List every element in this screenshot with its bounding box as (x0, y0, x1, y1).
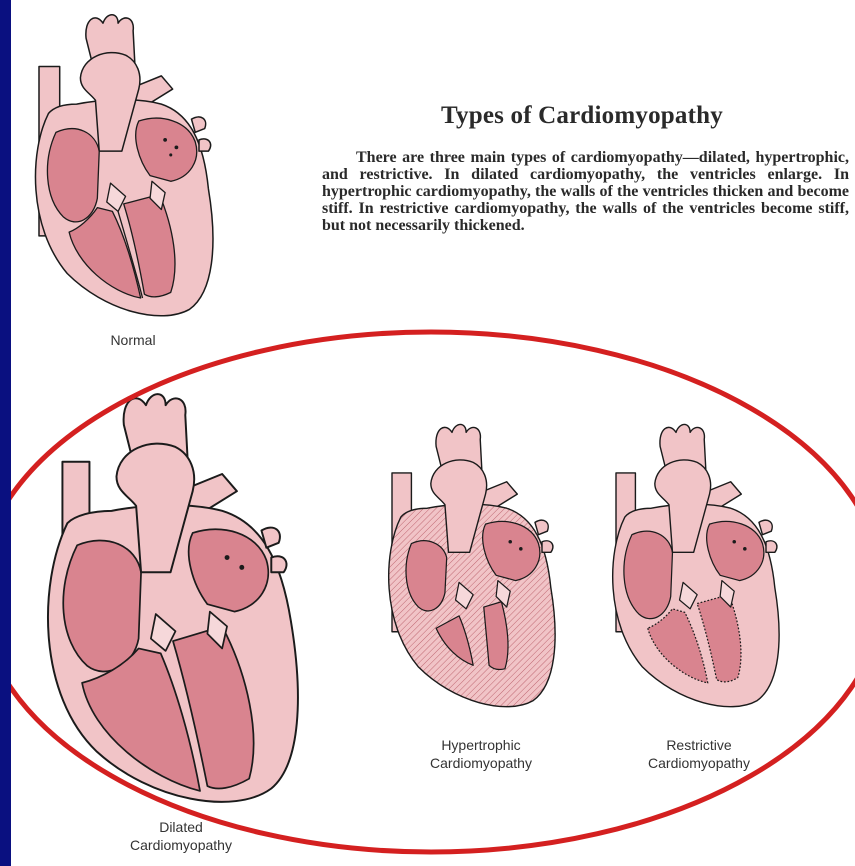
highlight-oval (11, 0, 855, 866)
figure-panel: Normal Types of Cardiomyopathy There are… (11, 0, 855, 866)
